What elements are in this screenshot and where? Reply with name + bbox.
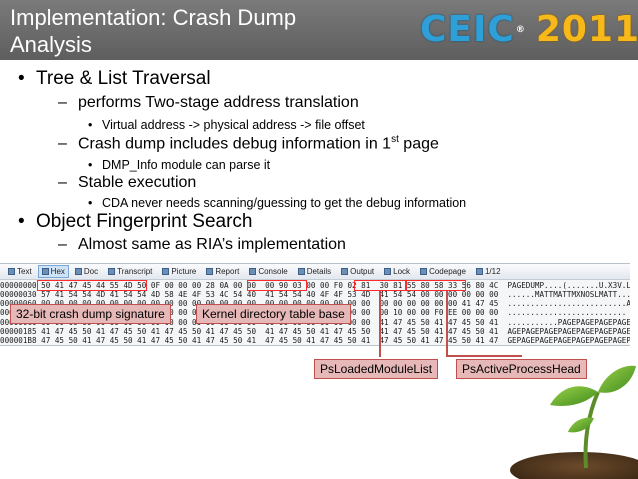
- details-icon: [297, 268, 305, 275]
- subbullet-text: performs Two-stage address translation: [78, 94, 359, 111]
- page-indicator: 1/12: [472, 265, 505, 278]
- page-icon: [475, 268, 483, 275]
- tab-output[interactable]: Output: [337, 265, 378, 278]
- page-count: 1/12: [484, 267, 501, 276]
- tab-label: Transcript: [117, 267, 153, 276]
- tab-label: Picture: [171, 267, 197, 276]
- hex-dump-area[interactable]: 00000000 50 41 47 45 44 55 4D 50 0F 00 0…: [0, 280, 630, 345]
- connector-process-head-h: [446, 355, 522, 357]
- subbullet-text: Crash dump includes debug information in…: [78, 135, 392, 153]
- doc-icon: [74, 268, 82, 275]
- tab-label: Hex: [50, 267, 65, 276]
- tab-label: Details: [306, 267, 332, 276]
- output-icon: [341, 268, 349, 275]
- slide-title-line2: Analysis: [10, 32, 92, 57]
- hex-row: 00000185 41 47 45 50 41 47 45 50 41 47 4…: [0, 327, 630, 336]
- hex-viewer-toolbar: Text Hex Doc Transcript Picture Report C…: [0, 264, 630, 280]
- lock-toggle[interactable]: Lock: [380, 265, 414, 278]
- signature-highlight: [37, 280, 147, 291]
- connector-module-list: [379, 291, 381, 357]
- item-address-translation: •Virtual address -> physical address -> …: [88, 118, 365, 132]
- logo-word-year: 2011: [535, 9, 638, 50]
- toggle-label: Lock: [393, 267, 411, 276]
- toggle-label: Codepage: [429, 267, 466, 276]
- tab-label: Doc: [83, 267, 99, 276]
- ceic-logo: CEIC® 2011: [420, 10, 638, 50]
- tab-doc[interactable]: Doc: [71, 265, 102, 278]
- subbullet-text: Stable execution: [78, 174, 197, 191]
- bullet-tree-list: •Tree & List Traversal: [18, 68, 211, 89]
- callout-dtb: Kernel directory table base: [196, 304, 351, 324]
- tab-text[interactable]: Text: [4, 265, 36, 278]
- bullet-text: Tree & List Traversal: [36, 68, 211, 89]
- callout-module-list: PsLoadedModuleList: [314, 359, 439, 379]
- tab-report[interactable]: Report: [202, 265, 243, 278]
- transcript-icon: [108, 268, 116, 275]
- tab-transcript[interactable]: Transcript: [104, 265, 156, 278]
- tab-label: Report: [215, 267, 240, 276]
- subbullet-text-tail: page: [398, 135, 439, 153]
- subbullet-two-stage: –performs Two-stage address translation: [58, 94, 359, 111]
- bullet-text: Object Fingerprint Search: [36, 211, 253, 232]
- dtb-highlight: [247, 280, 307, 291]
- logo-registered-mark: ®: [515, 25, 526, 35]
- subbullet-debug-info: –Crash dump includes debug information i…: [58, 134, 439, 153]
- process-head-highlight: [406, 280, 466, 291]
- checkbox-icon: [384, 268, 392, 275]
- subbullet-stable-execution: –Stable execution: [58, 174, 197, 191]
- hex-row: 00000000 50 41 47 45 44 55 4D 50 0F 00 0…: [0, 281, 630, 290]
- connector-process-head-v: [446, 291, 448, 357]
- tab-label: Output: [350, 267, 375, 276]
- tab-picture[interactable]: Picture: [158, 265, 200, 278]
- tab-label: Console: [258, 267, 288, 276]
- item-text: Virtual address -> physical address -> f…: [102, 118, 365, 132]
- subbullet-text: Almost same as RIA’s implementation: [78, 236, 346, 253]
- hex-row: 00000060 00 00 00 00 00 00 00 00 00 00 0…: [0, 299, 630, 308]
- checkbox-icon: [420, 268, 428, 275]
- hex-icon: [41, 268, 49, 275]
- bullet-object-fingerprint: •Object Fingerprint Search: [18, 211, 253, 232]
- tab-console[interactable]: Console: [245, 265, 291, 278]
- module-list-highlight: [354, 280, 406, 291]
- superscript-st: st: [391, 134, 399, 145]
- item-text: CDA never needs scanning/guessing to get…: [102, 196, 467, 210]
- codepage-toggle[interactable]: Codepage: [416, 265, 470, 278]
- slide-title-line1: Implementation: Crash Dump: [10, 5, 297, 30]
- sprout-decoration: [510, 365, 638, 479]
- text-icon: [8, 268, 15, 275]
- tab-label: Text: [17, 267, 32, 276]
- subbullet-ria: –Almost same as RIA’s implementation: [58, 236, 346, 253]
- report-icon: [206, 268, 214, 275]
- console-icon: [249, 268, 257, 275]
- slide-title: Implementation: Crash Dump Analysis: [10, 4, 330, 58]
- item-dmp-info: •DMP_Info module can parse it: [88, 158, 271, 172]
- callout-signature: 32-bit crash dump signature: [10, 304, 171, 324]
- picture-icon: [162, 268, 170, 275]
- item-cda-no-scanning: •CDA never needs scanning/guessing to ge…: [88, 196, 467, 210]
- tab-hex[interactable]: Hex: [37, 265, 69, 278]
- hex-row: 000001B8 47 45 50 41 47 45 50 41 47 45 5…: [0, 336, 630, 345]
- tab-details[interactable]: Details: [294, 265, 335, 278]
- hex-row: 00000030 57 41 54 54 4D 41 54 54 4D 58 4…: [0, 290, 630, 299]
- callout-process-head: PsActiveProcessHead: [456, 359, 587, 379]
- slide-header: Implementation: Crash Dump Analysis CEIC…: [0, 0, 638, 60]
- logo-word-ceic: CEIC: [420, 9, 515, 50]
- item-text: DMP_Info module can parse it: [102, 158, 271, 172]
